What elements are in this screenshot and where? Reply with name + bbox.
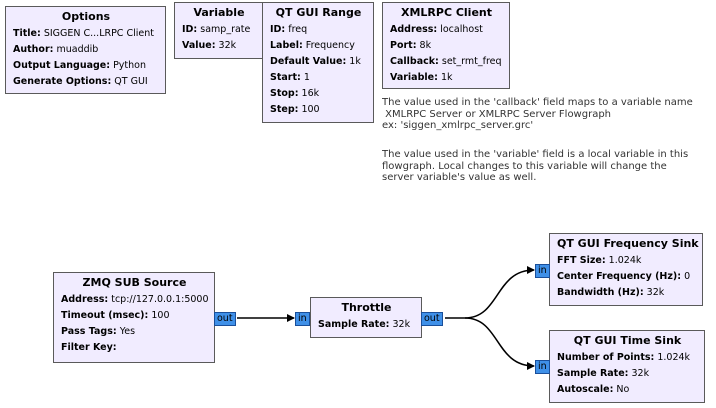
block-param: Number of Points: 1.024k xyxy=(557,352,691,363)
freqsink-in-port[interactable]: in xyxy=(535,264,550,278)
block-param: Timeout (msec): 100 xyxy=(61,310,170,321)
block-param: Sample Rate: 32k xyxy=(557,368,650,379)
throttle-out-port[interactable]: out xyxy=(421,312,443,326)
wire-throttle-to-freqsink xyxy=(445,266,535,319)
block-param: Sample Rate: 32k xyxy=(318,319,411,330)
block-title: QT GUI Range xyxy=(275,6,362,19)
timesink-in-port[interactable]: in xyxy=(535,360,550,374)
block-title: Variable xyxy=(193,6,245,19)
qt-gui-frequency-sink-block[interactable]: QT GUI Frequency Sink FFT Size: 1.024k C… xyxy=(549,233,703,306)
block-param: ID: samp_rate xyxy=(182,24,251,35)
block-param: Output Language: Python xyxy=(13,60,147,71)
block-param: Label: Frequency xyxy=(270,40,355,51)
block-param: Address: tcp://127.0.0.1:5000 xyxy=(61,294,209,305)
block-title: QT GUI Time Sink xyxy=(573,334,682,347)
block-param: Variable: 1k xyxy=(390,72,453,83)
block-param: Callback: set_rmt_freq xyxy=(390,56,502,67)
block-title: ZMQ SUB Source xyxy=(82,276,187,289)
block-param: Value: 32k xyxy=(182,40,237,51)
block-title: Options xyxy=(61,10,111,23)
block-param: Start: 1 xyxy=(270,72,310,83)
zmq-out-port[interactable]: out xyxy=(214,312,236,326)
block-param: Filter Key: xyxy=(61,342,117,353)
block-param: Pass Tags: Yes xyxy=(61,326,136,337)
block-param: ID: freq xyxy=(270,24,308,35)
throttle-block[interactable]: Throttle Sample Rate: 32k xyxy=(310,297,422,338)
variable-block[interactable]: Variable ID: samp_rate Value: 32k xyxy=(174,2,263,59)
block-param: Autoscale: No xyxy=(557,384,630,395)
block-param: Author: muaddib xyxy=(13,44,99,55)
block-title: Throttle xyxy=(341,301,392,314)
variable-note: The value used in the 'variable' field i… xyxy=(382,149,689,183)
block-param: Address: localhost xyxy=(390,24,483,35)
block-title: QT GUI Frequency Sink xyxy=(557,237,699,250)
options-block[interactable]: Options Title: SIGGEN C...LRPC Client Au… xyxy=(5,6,166,94)
qt-gui-range-block[interactable]: QT GUI Range ID: freq Label: Frequency D… xyxy=(262,2,374,123)
qt-gui-time-sink-block[interactable]: QT GUI Time Sink Number of Points: 1.024… xyxy=(549,330,705,403)
throttle-in-port[interactable]: in xyxy=(295,312,310,326)
wire-throttle-to-timesink xyxy=(464,317,535,370)
block-param: Bandwidth (Hz): 32k xyxy=(557,287,665,298)
block-param: Center Frequency (Hz): 0 xyxy=(557,271,691,282)
xmlrpc-client-block[interactable]: XMLRPC Client Address: localhost Port: 8… xyxy=(382,2,510,89)
block-param: Default Value: 1k xyxy=(270,56,361,67)
block-param: Stop: 16k xyxy=(270,88,320,99)
block-param: Title: SIGGEN C...LRPC Client xyxy=(13,28,154,39)
block-param: FFT Size: 1.024k xyxy=(557,255,642,266)
zmq-sub-source-block[interactable]: ZMQ SUB Source Address: tcp://127.0.0.1:… xyxy=(53,272,215,363)
block-param: Step: 100 xyxy=(270,104,320,115)
block-param: Generate Options: QT GUI xyxy=(13,76,148,87)
callback-note: The value used in the 'callback' field m… xyxy=(382,97,693,131)
block-param: Port: 8k xyxy=(390,40,432,51)
block-title: XMLRPC Client xyxy=(400,6,493,19)
